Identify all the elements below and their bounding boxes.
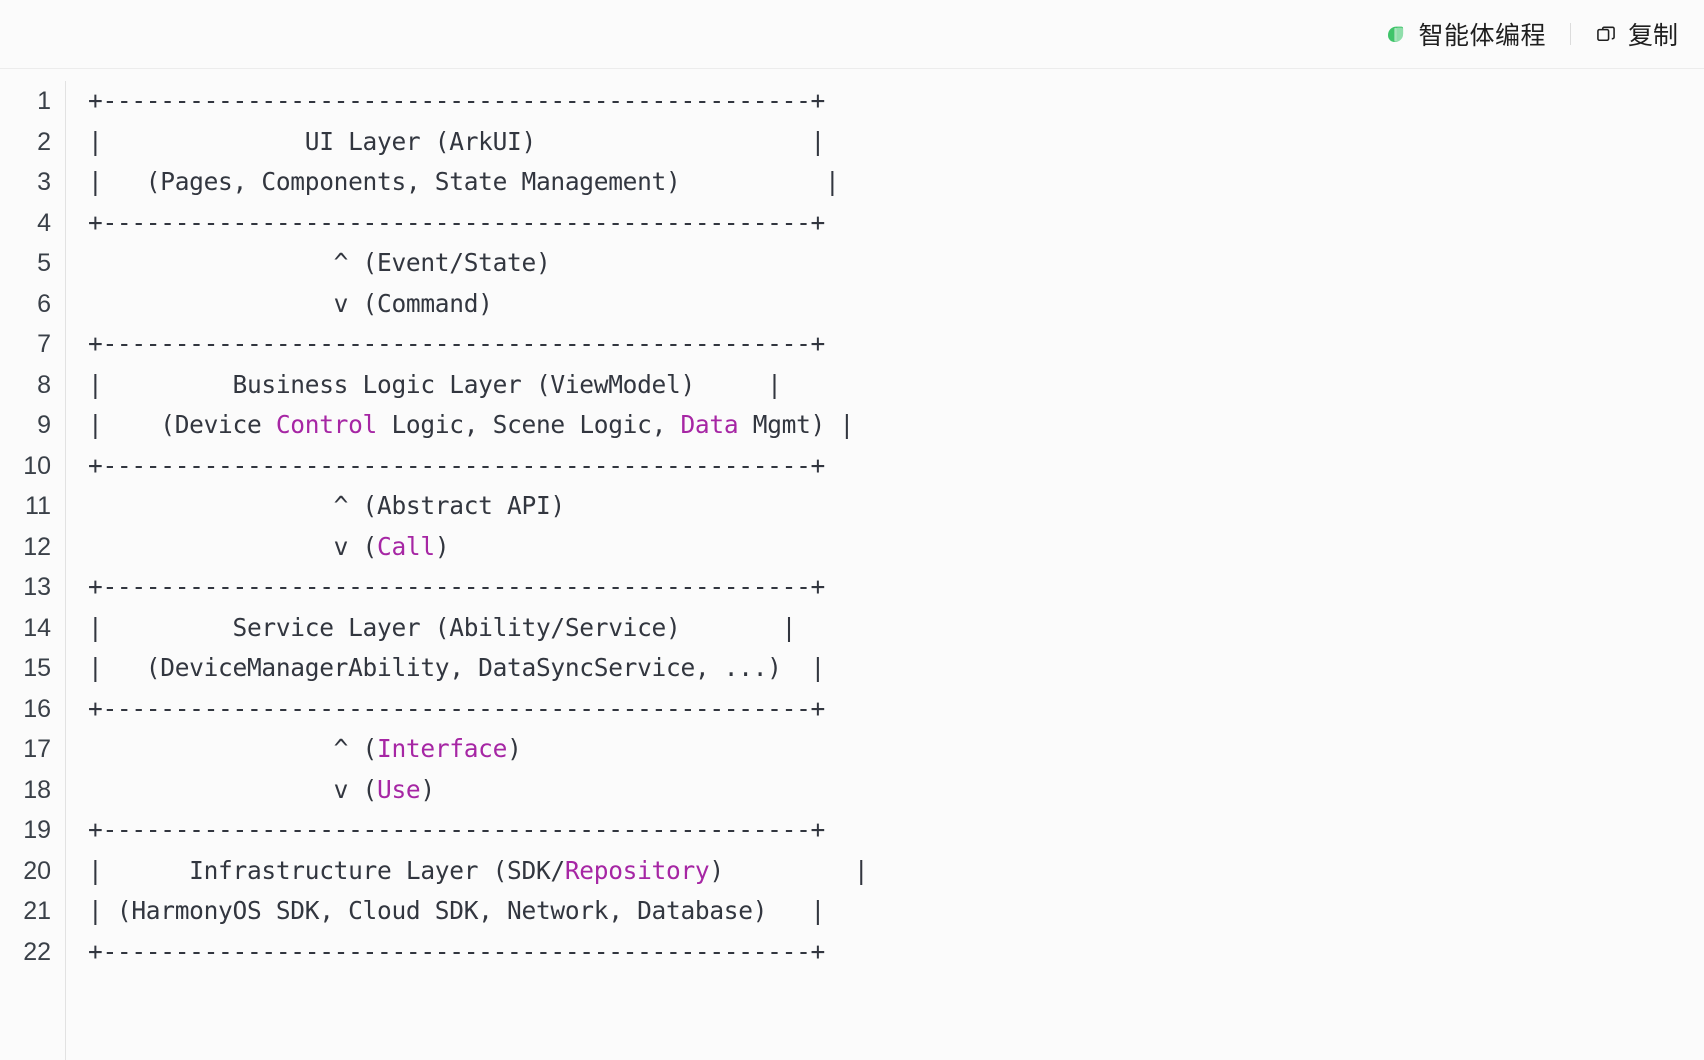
line-number: 9 (37, 411, 51, 439)
code-line: +---------------------------------------… (88, 810, 1704, 851)
copy-button[interactable]: 复制 (1595, 16, 1678, 52)
code-line: | Business Logic Layer (ViewModel) | (88, 365, 1704, 406)
code-span: +---------------------------------------… (88, 207, 825, 237)
line-number: 5 (37, 249, 51, 277)
code-line: ^ (Event/State) (88, 243, 1704, 284)
code-text[interactable]: +---------------------------------------… (66, 81, 1704, 1060)
code-line: | (Device Control Logic, Scene Logic, Da… (88, 405, 1704, 446)
code-line: +---------------------------------------… (88, 81, 1704, 122)
code-span: | Service Layer (Ability/Service) | (88, 612, 797, 642)
leaf-icon (1384, 23, 1407, 46)
code-line: | Infrastructure Layer (SDK/Repository) … (88, 851, 1704, 892)
code-line: +---------------------------------------… (88, 203, 1704, 244)
line-number: 19 (23, 816, 51, 844)
code-line: | (HarmonyOS SDK, Cloud SDK, Network, Da… (88, 891, 1704, 932)
code-span: Mgmt) | (738, 410, 854, 439)
line-number: 7 (37, 330, 51, 358)
code-line: v (Use) (88, 770, 1704, 811)
code-span: +---------------------------------------… (88, 936, 825, 966)
line-number: 22 (23, 937, 51, 966)
code-span: | (HarmonyOS SDK, Cloud SDK, Network, Da… (88, 896, 825, 925)
line-number: 1 (37, 87, 51, 115)
agent-programming-button[interactable]: 智能体编程 (1384, 16, 1546, 52)
code-line: +---------------------------------------… (88, 324, 1704, 365)
code-span: ^ (Event/State) (88, 248, 551, 277)
code-span: | UI Layer (ArkUI) | (88, 126, 825, 156)
line-number: 10 (23, 451, 51, 480)
line-number: 20 (23, 856, 51, 885)
code-line: +---------------------------------------… (88, 932, 1704, 973)
line-number: 6 (37, 289, 51, 318)
code-span: | (Device (88, 410, 276, 439)
code-line: v (Command) (88, 284, 1704, 325)
line-number: 16 (23, 694, 51, 723)
code-line: ^ (Interface) (88, 729, 1704, 770)
code-span: ) (507, 734, 522, 763)
code-span: v ( (88, 531, 378, 561)
code-line: ^ (Abstract API) (88, 486, 1704, 527)
code-span: v ( (88, 774, 378, 804)
code-line: +---------------------------------------… (88, 446, 1704, 487)
code-span: +---------------------------------------… (88, 329, 825, 358)
code-line: +---------------------------------------… (88, 567, 1704, 608)
code-span: +---------------------------------------… (88, 572, 825, 601)
code-span: ) | (709, 855, 869, 885)
code-span: ^ (Abstract API) (88, 491, 566, 520)
code-span: +---------------------------------------… (88, 693, 825, 723)
copy-icon (1595, 23, 1617, 45)
code-span: ) (434, 531, 450, 561)
code-line: | (Pages, Components, State Management) … (88, 162, 1704, 203)
line-number: 8 (37, 370, 51, 399)
code-line: | Service Layer (Ability/Service) | (88, 608, 1704, 649)
code-line: v (Call) (88, 527, 1704, 568)
line-number: 14 (23, 613, 51, 642)
line-number: 15 (23, 654, 51, 682)
header-divider (1569, 23, 1571, 45)
line-number: 11 (25, 492, 51, 520)
agent-programming-label: 智能体编程 (1418, 22, 1546, 50)
code-span: ) (420, 774, 435, 804)
code-span: Logic, Scene Logic, (377, 410, 681, 439)
code-keyword: Use (377, 774, 421, 804)
code-span: ^ ( (88, 734, 378, 763)
code-span: | (Pages, Components, State Management) … (88, 167, 840, 196)
code-span: +---------------------------------------… (88, 450, 825, 480)
code-block-header: 智能体编程 复制 (0, 0, 1704, 69)
line-number: 3 (37, 168, 51, 196)
copy-label: 复制 (1627, 22, 1678, 50)
code-line: | (DeviceManagerAbility, DataSyncService… (88, 648, 1704, 689)
code-keyword: Control (275, 410, 378, 439)
line-number: 13 (23, 573, 51, 601)
code-line: +---------------------------------------… (88, 689, 1704, 730)
line-number: 12 (23, 532, 51, 561)
code-span: | Infrastructure Layer (SDK/ (88, 855, 565, 885)
code-span: +---------------------------------------… (88, 86, 825, 115)
line-number: 2 (37, 127, 51, 156)
code-keyword: Interface (377, 734, 508, 763)
code-span: v (Command) (88, 288, 493, 318)
code-keyword: Data (680, 410, 739, 439)
code-keyword: Repository (564, 855, 710, 885)
line-number: 21 (23, 897, 51, 925)
line-number: 18 (23, 775, 51, 804)
code-span: +---------------------------------------… (88, 815, 825, 844)
code-line: | UI Layer (ArkUI) | (88, 122, 1704, 163)
line-number: 4 (37, 208, 51, 237)
code-keyword: Call (377, 531, 435, 561)
line-number: 17 (23, 735, 51, 763)
code-span: | (DeviceManagerAbility, DataSyncService… (88, 653, 825, 682)
code-span: | Business Logic Layer (ViewModel) | (88, 369, 782, 399)
